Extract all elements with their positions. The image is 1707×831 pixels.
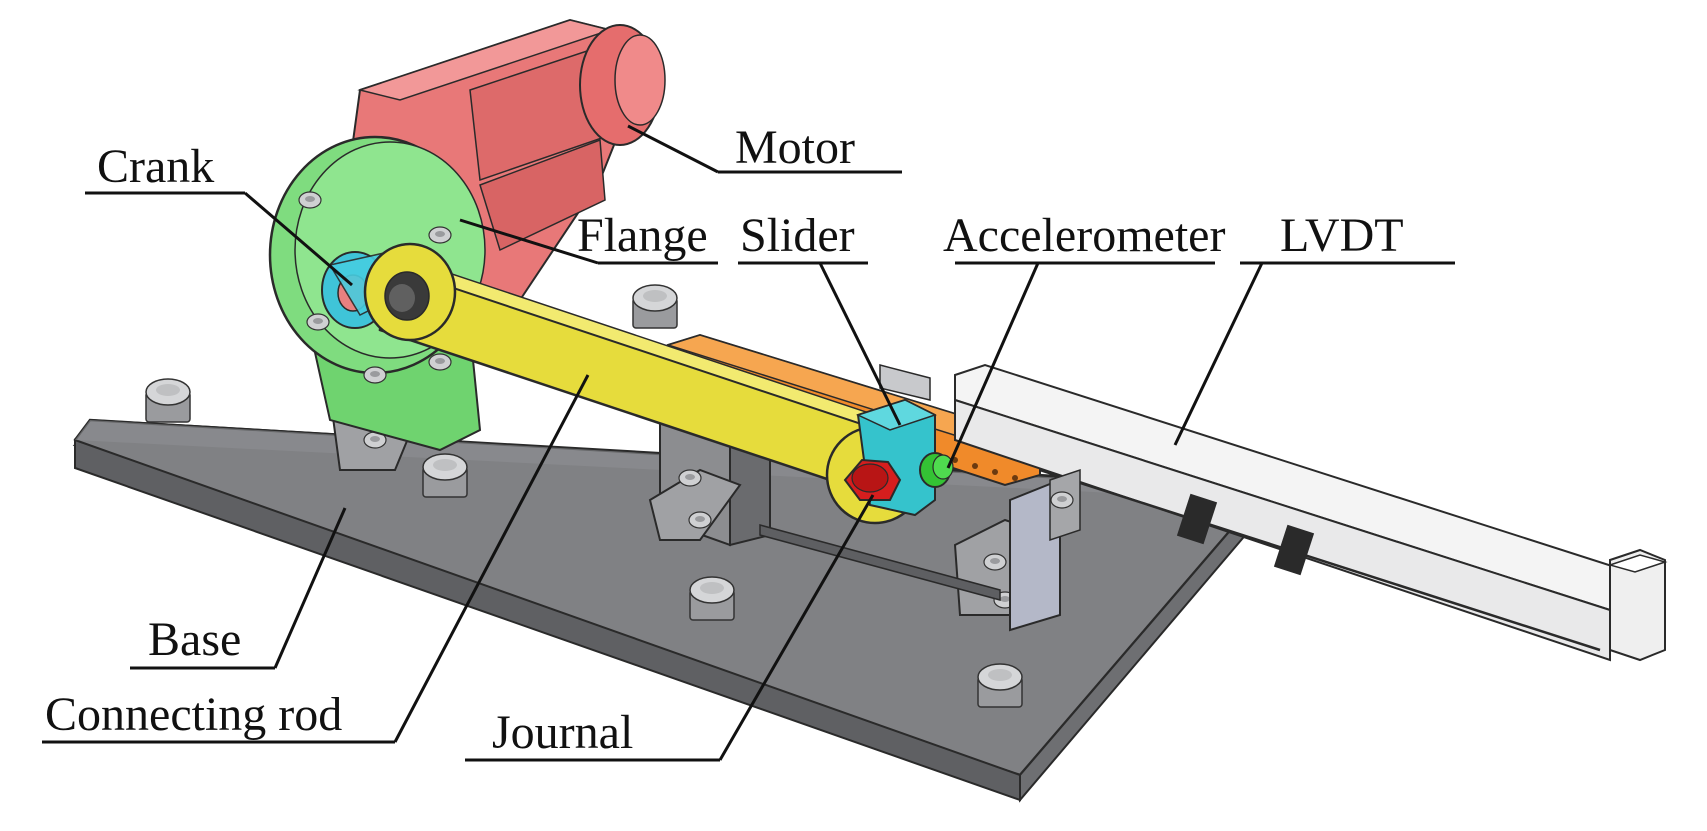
bolt-icon xyxy=(632,284,678,329)
label-crank: Crank xyxy=(97,140,214,193)
label-motor: Motor xyxy=(735,121,855,174)
label-flange: Flange xyxy=(577,209,708,262)
lvdt xyxy=(954,363,1668,662)
bolt-icon xyxy=(977,663,1023,708)
leader-lines xyxy=(42,124,1455,762)
label-lvdt: LVDT xyxy=(1280,209,1404,262)
bolt-icon xyxy=(145,378,191,423)
label-slider: Slider xyxy=(740,209,855,262)
label-accelerometer: Accelerometer xyxy=(943,209,1225,262)
bolt-icon xyxy=(422,453,468,498)
label-journal: Journal xyxy=(492,706,633,759)
label-base: Base xyxy=(148,613,241,666)
bolt-icon xyxy=(689,576,735,621)
journal xyxy=(843,458,902,501)
accelerometer xyxy=(919,452,954,488)
label-connecting-rod: Connecting rod xyxy=(45,688,342,741)
labels: Motor Crank Flange Slider Accelerometer … xyxy=(45,121,1404,759)
